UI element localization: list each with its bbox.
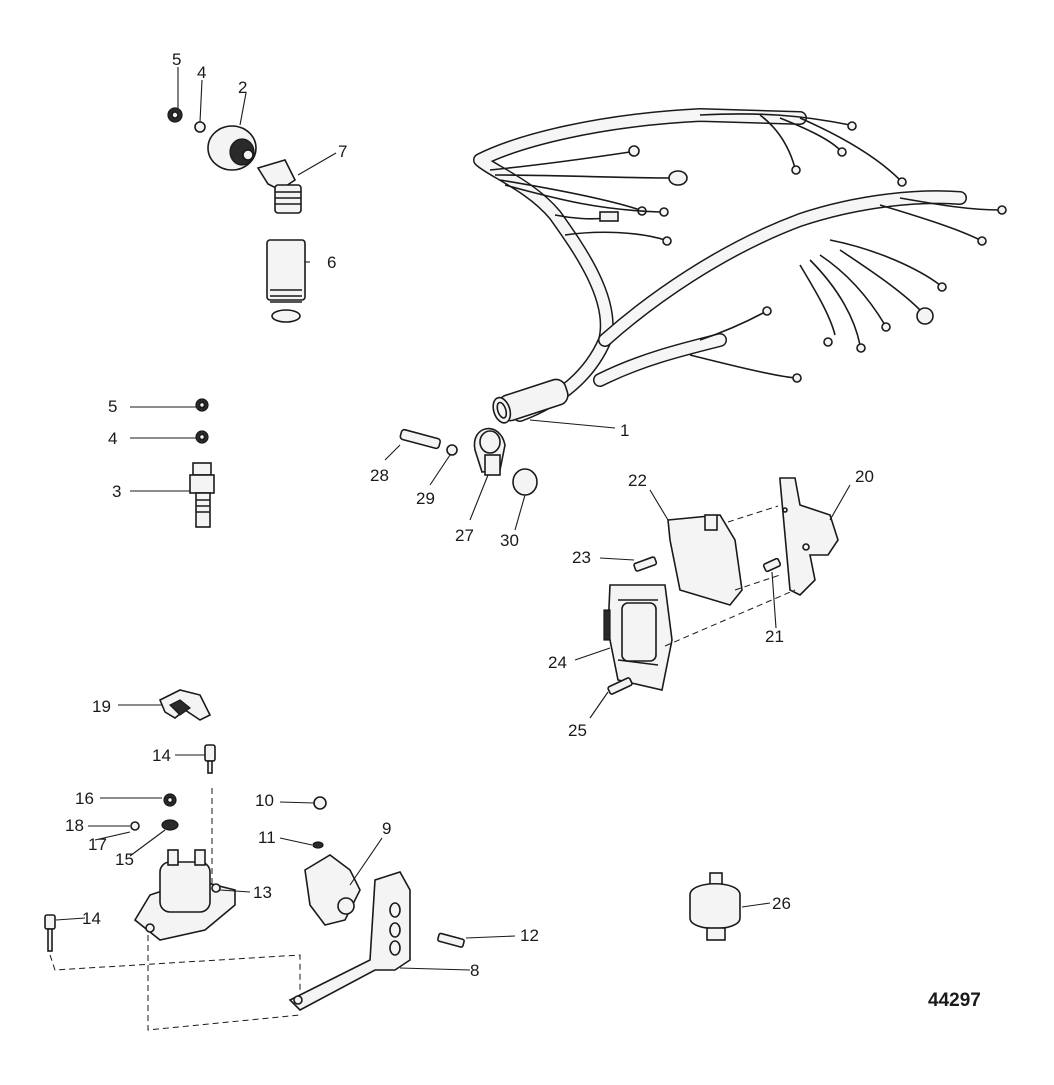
callout-8: 8 [470, 961, 479, 980]
callout-6: 6 [327, 253, 336, 272]
callout-3: 3 [112, 482, 121, 501]
temperature-switch-assembly [189, 398, 215, 528]
sender-gauge-assembly [167, 107, 306, 323]
callout-23: 23 [572, 548, 591, 567]
wiring-harness [473, 108, 1007, 424]
callout-14-upper: 14 [152, 746, 171, 765]
figure-number: 44297 [928, 990, 981, 1011]
knock-sensor [689, 872, 741, 941]
callout-27: 27 [455, 526, 474, 545]
callout-17: 17 [88, 835, 107, 854]
callout-26: 26 [772, 894, 791, 913]
boot-cover [158, 689, 212, 721]
callout-22: 22 [628, 471, 647, 490]
callout-20: 20 [855, 467, 874, 486]
ignition-module-assembly [603, 477, 839, 695]
callout-29: 29 [416, 489, 435, 508]
callout-4-top: 4 [197, 63, 206, 82]
callout-12: 12 [520, 926, 539, 945]
callout-2: 2 [238, 78, 247, 97]
callout-25: 25 [568, 721, 587, 740]
callout-10: 10 [255, 791, 274, 810]
callout-4-mid: 4 [108, 429, 117, 448]
solenoid-assembly [44, 744, 301, 1031]
callout-5-mid: 5 [108, 397, 117, 416]
callout-13: 13 [253, 883, 272, 902]
callout-15: 15 [115, 850, 134, 869]
callout-1: 1 [620, 421, 629, 440]
callout-30: 30 [500, 531, 519, 550]
callout-14-lower: 14 [82, 909, 101, 928]
callout-16: 16 [75, 789, 94, 808]
clamp-hardware [399, 427, 538, 496]
mounting-bracket-assembly [288, 796, 465, 1011]
callout-7: 7 [338, 142, 347, 161]
callout-labels: 1 2 3 4 4 5 5 6 7 8 9 10 11 12 13 14 14 … [65, 50, 874, 980]
callout-21: 21 [765, 627, 784, 646]
callout-5-top: 5 [172, 50, 181, 69]
callout-24: 24 [548, 653, 567, 672]
callout-19: 19 [92, 697, 111, 716]
callout-28: 28 [370, 466, 389, 485]
callout-9: 9 [382, 819, 391, 838]
callout-11: 11 [258, 828, 276, 847]
callout-18: 18 [65, 816, 84, 835]
leader-lines [55, 67, 851, 971]
